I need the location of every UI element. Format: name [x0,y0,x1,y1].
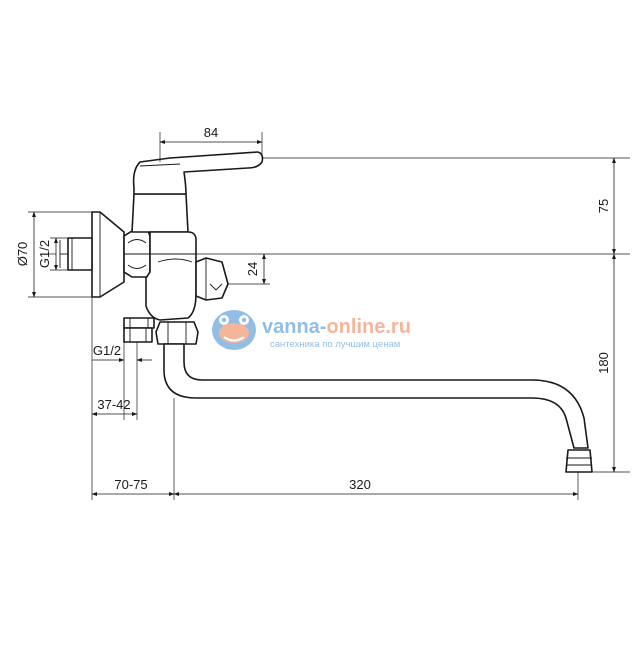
label-height-main: 180 [596,352,611,374]
extension-lines [28,132,630,500]
frog-logo-icon [212,310,256,350]
label-spout-reach: 320 [349,477,371,492]
eccentric-nut [123,230,151,278]
label-outlet-offset: 37-42 [97,397,130,412]
label-diverter-offset: 24 [245,262,260,276]
watermark-site: vanna-online.ru [262,316,411,338]
label-height-top: 75 [596,199,611,213]
dimension-labels: 84 75 180 Ø70 G1/2 24 G1/2 37-42 70-75 3… [15,125,611,492]
label-wall-offset: 70-75 [114,477,147,492]
label-outlet-thread: G1/2 [93,343,121,358]
label-flange-diameter: Ø70 [15,242,30,267]
label-inlet-thread: G1/2 [37,240,52,268]
wall-flange [91,211,125,298]
dimension-lines [32,140,616,496]
spout [163,343,593,473]
diverter-knob [195,257,229,301]
spout-swivel-nut [155,321,199,345]
watermark: vanna-online.ru сантехника по лучшим цен… [212,310,411,350]
lever-handle [132,151,264,195]
watermark-tagline: сантехника по лучшим ценам [270,339,400,350]
shower-outlet [123,327,153,343]
inlet-connector [59,237,93,271]
label-handle-width: 84 [204,125,218,140]
